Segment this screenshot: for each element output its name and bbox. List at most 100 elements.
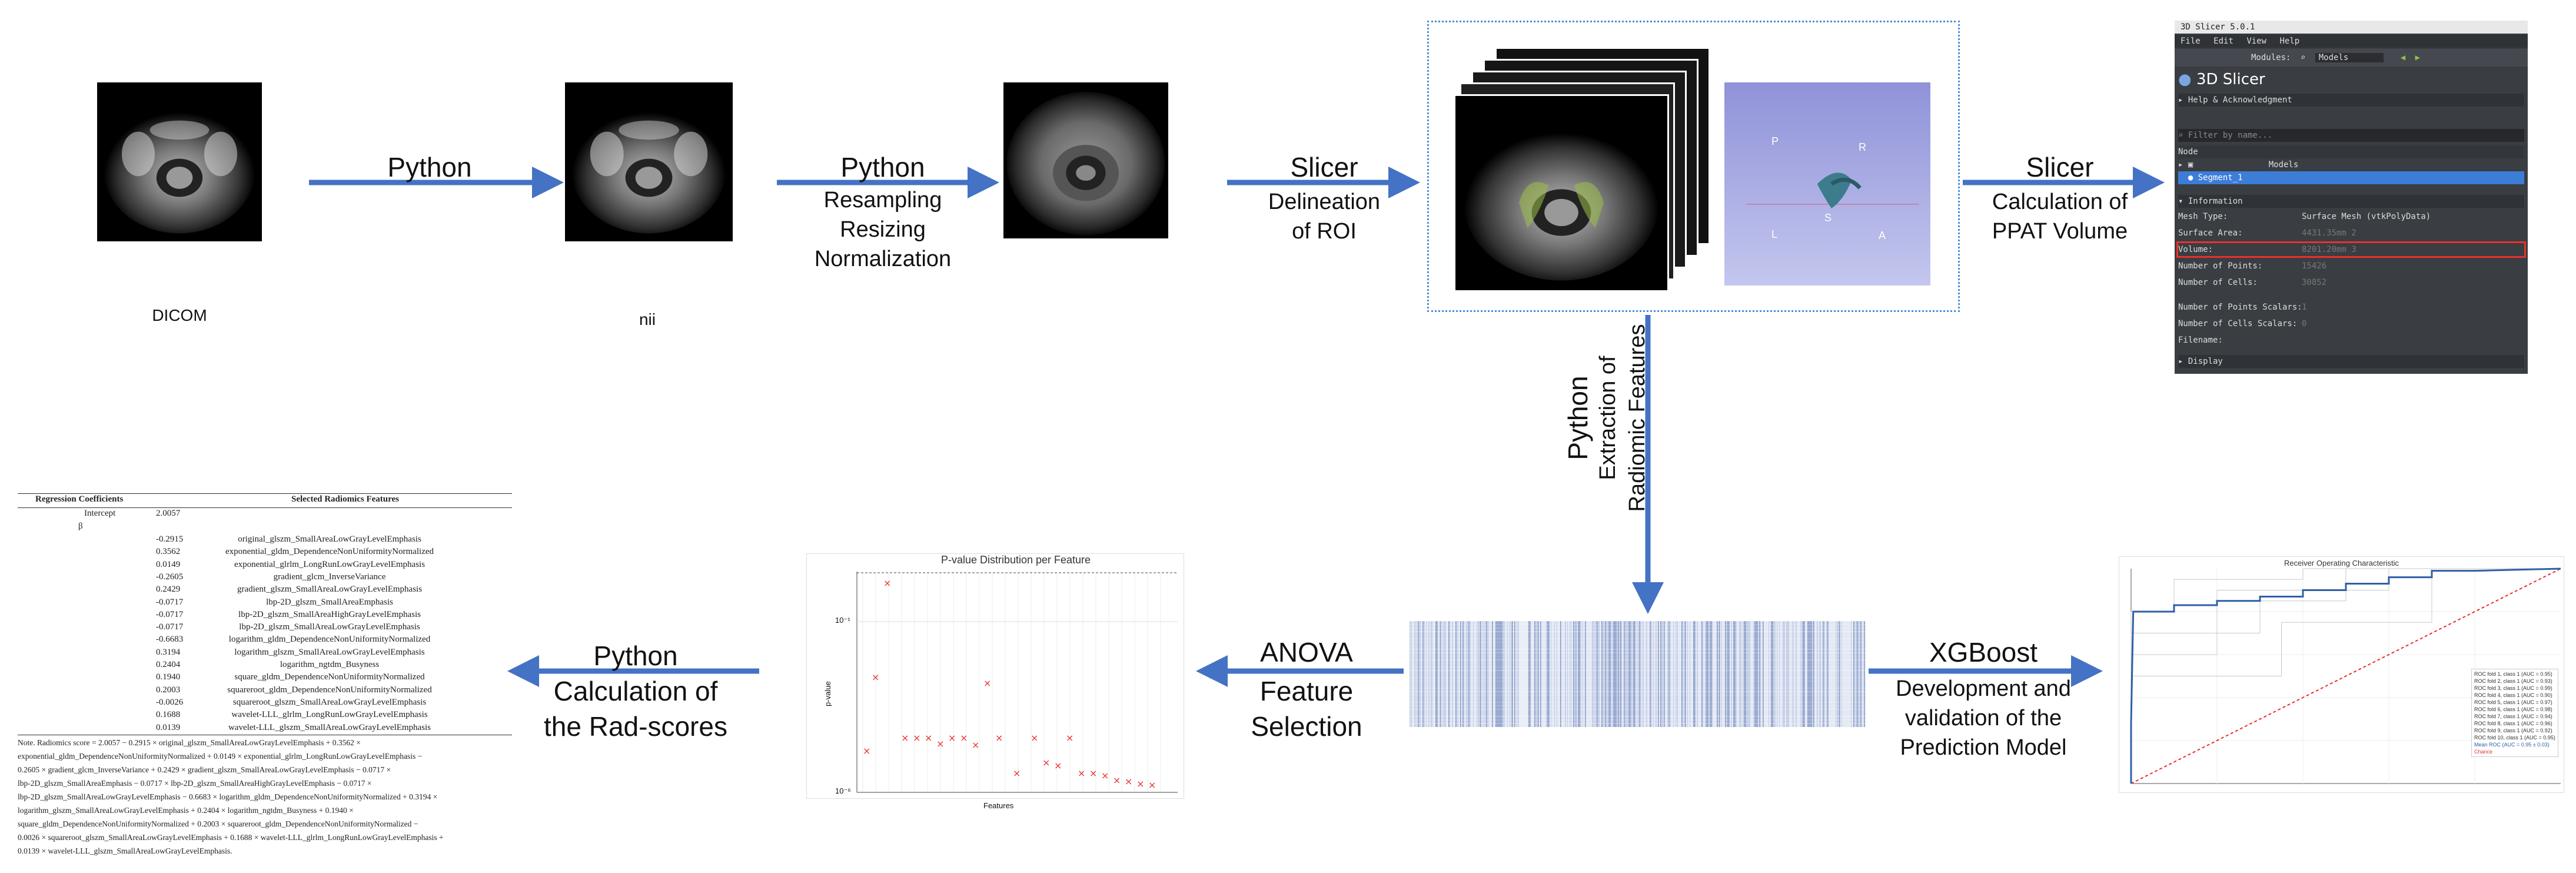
matrix-stripe bbox=[1766, 621, 1767, 727]
pvalue-marker: × bbox=[901, 732, 909, 743]
matrix-stripe bbox=[1839, 621, 1840, 727]
pvalue-chart-title: P-value Distribution per Feature bbox=[940, 554, 1091, 566]
matrix-stripe bbox=[1568, 621, 1569, 727]
matrix-stripe bbox=[1711, 621, 1712, 727]
pvalue-marker: × bbox=[1042, 757, 1050, 768]
forward-icon[interactable]: ▶ bbox=[2415, 53, 2421, 62]
note-line: square_gldm_DependenceNonUniformityNorma… bbox=[18, 819, 418, 828]
matrix-stripe bbox=[1535, 621, 1537, 727]
matrix-stripe bbox=[1538, 621, 1539, 727]
matrix-stripe bbox=[1781, 621, 1782, 727]
matrix-stripe bbox=[1854, 621, 1855, 727]
matrix-stripe bbox=[1447, 621, 1448, 727]
segment-item[interactable]: ● Segment_1 bbox=[2178, 171, 2524, 184]
matrix-stripe bbox=[1572, 621, 1573, 727]
matrix-stripe bbox=[1448, 621, 1450, 727]
back-icon[interactable]: ◀ bbox=[2400, 53, 2406, 62]
menu-edit[interactable]: Edit bbox=[2213, 36, 2233, 46]
matrix-stripe bbox=[1434, 621, 1435, 727]
matrix-stripe bbox=[1433, 621, 1434, 727]
matrix-stripe bbox=[1719, 621, 1720, 727]
pvalue-ytick-top: 10⁻¹ bbox=[835, 616, 850, 625]
matrix-stripe bbox=[1819, 621, 1820, 727]
viewer-label-a: A bbox=[1879, 230, 1886, 241]
matrix-stripe bbox=[1468, 621, 1470, 727]
matrix-stripe bbox=[1435, 621, 1437, 727]
matrix-stripe bbox=[1699, 621, 1700, 727]
matrix-stripe bbox=[1749, 621, 1750, 727]
matrix-stripe bbox=[1512, 621, 1513, 727]
matrix-stripe bbox=[1825, 621, 1826, 727]
matrix-stripe bbox=[1560, 621, 1561, 727]
coef-feature: gradient_glcm_InverseVariance bbox=[273, 572, 386, 582]
coef-feature: logarithm_gldm_DependenceNonUniformityNo… bbox=[228, 635, 431, 645]
matrix-stripe bbox=[1566, 621, 1567, 727]
matrix-stripe bbox=[1621, 621, 1622, 727]
search-icon[interactable]: ⌕ bbox=[2300, 53, 2306, 62]
arrow3-tool: Slicer bbox=[1290, 152, 1358, 182]
matrix-stripe bbox=[1439, 621, 1440, 727]
matrix-stripe bbox=[1688, 621, 1689, 727]
legend-item: ROC fold 3, class 1 (AUC = 0.99) bbox=[2474, 685, 2552, 691]
matrix-stripe bbox=[1499, 621, 1500, 727]
matrix-stripe bbox=[1446, 621, 1447, 727]
matrix-stripe bbox=[1532, 621, 1533, 727]
matrix-stripe bbox=[1514, 621, 1515, 727]
menu-view[interactable]: View bbox=[2246, 36, 2267, 46]
filter-input[interactable]: ⌕ Filter by name... bbox=[2178, 129, 2524, 142]
matrix-stripe bbox=[1651, 621, 1652, 727]
matrix-stripe bbox=[1419, 621, 1420, 727]
legend-item: ROC fold 2, class 1 (AUC = 0.93) bbox=[2474, 678, 2552, 684]
menu-file[interactable]: File bbox=[2181, 36, 2201, 46]
node-header: Node bbox=[2178, 145, 2524, 158]
matrix-stripe bbox=[1823, 621, 1824, 727]
arrow2-step-2: Resizing bbox=[840, 217, 926, 242]
matrix-stripe bbox=[1453, 621, 1454, 727]
coef-value: -0.0717 bbox=[156, 597, 184, 607]
viewer-label-p: P bbox=[1771, 135, 1779, 147]
matrix-stripe bbox=[1488, 621, 1489, 727]
slicer-header-text: 3D Slicer bbox=[2196, 71, 2265, 88]
matrix-stripe bbox=[1579, 621, 1580, 727]
beta-label: β bbox=[78, 522, 83, 531]
matrix-stripe bbox=[1507, 621, 1508, 727]
matrix-stripe bbox=[1798, 621, 1799, 727]
pvalue-marker: × bbox=[948, 732, 956, 743]
matrix-stripe bbox=[1600, 621, 1601, 727]
pvalue-marker: × bbox=[1113, 775, 1121, 786]
coef-feature: squareroot_gldm_DependenceNonUniformityN… bbox=[227, 685, 432, 695]
matrix-stripe bbox=[1455, 621, 1457, 727]
matrix-stripe bbox=[1473, 621, 1474, 727]
legend-item: ROC fold 4, class 1 (AUC = 0.90) bbox=[2474, 692, 2552, 698]
module-selector[interactable]: Models bbox=[2315, 53, 2384, 62]
down-step-2: Radiomic Features bbox=[1625, 324, 1650, 512]
matrix-stripe bbox=[1837, 621, 1838, 727]
matrix-stripe bbox=[1756, 621, 1757, 727]
arrow3-step-2: of ROI bbox=[1292, 219, 1357, 244]
matrix-stripe bbox=[1761, 621, 1762, 727]
roc-mean-curve bbox=[2130, 567, 2561, 784]
matrix-stripe bbox=[1807, 621, 1809, 727]
3d-model-viewer: P R L S A bbox=[1724, 82, 1930, 286]
display-section[interactable]: ▸ Display bbox=[2178, 355, 2524, 368]
menu-help[interactable]: Help bbox=[2279, 36, 2300, 46]
note-line: lbp-2D_glszm_SmallAreaEmphasis − 0.0717 … bbox=[18, 779, 372, 788]
matrix-stripe bbox=[1513, 621, 1514, 727]
matrix-stripe bbox=[1424, 621, 1425, 727]
coef-feature: lbp-2D_glszm_SmallAreaLowGrayLevelEmphas… bbox=[239, 622, 420, 632]
matrix-stripe bbox=[1698, 621, 1699, 727]
matrix-stripe bbox=[1824, 621, 1825, 727]
matrix-stripe bbox=[1714, 621, 1715, 727]
matrix-stripe bbox=[1765, 621, 1766, 727]
models-item[interactable]: ▸ ▣ Models bbox=[2178, 160, 2299, 170]
matrix-stripe bbox=[1721, 621, 1722, 727]
down-step-1: Extraction of bbox=[1596, 356, 1620, 480]
matrix-stripe bbox=[1605, 621, 1606, 727]
help-section[interactable]: ▸ Help & Acknowledgment bbox=[2178, 94, 2524, 107]
anova-step-2: Selection bbox=[1251, 711, 1362, 742]
info-header[interactable]: ▾ Information bbox=[2178, 195, 2524, 208]
matrix-stripe bbox=[1826, 621, 1827, 727]
matrix-stripe bbox=[1575, 621, 1577, 727]
pvalue-marker: × bbox=[972, 739, 979, 751]
roi-slice-image bbox=[1454, 94, 1669, 292]
